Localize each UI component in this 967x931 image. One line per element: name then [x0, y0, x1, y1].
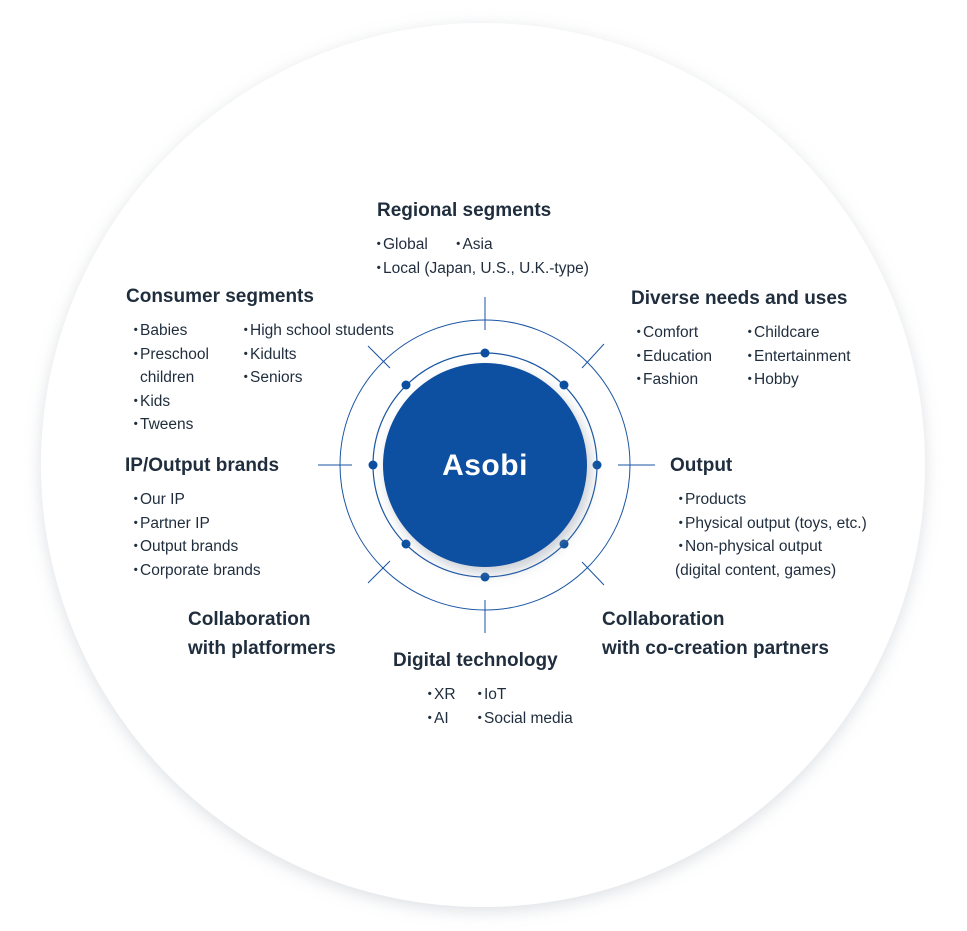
- ring-dot: [401, 380, 411, 390]
- ip-output-brands: IP/Output brands ・Our IP ・Partner IP ・Ou…: [125, 451, 279, 582]
- list-item: ・Non-physical output: [673, 538, 822, 555]
- regional-title: Regional segments: [377, 200, 552, 221]
- list-item: ・Partner IP: [128, 514, 210, 532]
- list-item: (digital content, games): [675, 561, 837, 579]
- ring-dot: [368, 460, 378, 470]
- list-item: ・Our IP: [128, 491, 185, 508]
- core-circle: [383, 363, 587, 567]
- list-item: ・Products: [673, 491, 747, 508]
- consumer-title: Consumer segments: [126, 286, 314, 307]
- output: Output ・Products ・Physical output (toys,…: [670, 451, 867, 582]
- list-item: ・Output brands: [128, 538, 239, 555]
- list-item: ・Fashion: [631, 371, 699, 388]
- center-label: Asobi: [442, 449, 528, 482]
- platformers-title: Collaboration with platformers: [188, 609, 336, 659]
- digital-title: Digital technology: [393, 650, 558, 671]
- list-item: ・XR: [422, 686, 456, 703]
- regional-segments: Regional segments ・Global ・Asia ・Local (…: [371, 196, 589, 280]
- list-item: ・Seniors: [238, 369, 303, 386]
- list-item: ・Childcare: [742, 324, 820, 341]
- cocreation-title: Collaboration with co-creation partners: [602, 609, 829, 659]
- list-item: ・Social media: [472, 709, 573, 727]
- list-item: ・Kids: [128, 392, 171, 410]
- ring-dots: [368, 348, 602, 582]
- ring-dot: [592, 460, 602, 470]
- list-item: ・Tweens: [128, 416, 194, 433]
- collab-cocreation: Collaboration with co-creation partners: [602, 605, 829, 663]
- list-item: ・High school students: [238, 322, 394, 339]
- list-item: ・Comfort: [631, 324, 699, 341]
- ring-dot: [559, 380, 569, 390]
- list-item: ・Hobby: [742, 371, 799, 388]
- list-item: ・AI: [422, 709, 449, 727]
- ring-dot: [559, 539, 569, 549]
- spokes: [318, 297, 655, 633]
- consumer-segments: Consumer segments ・Babies ・Preschool chi…: [126, 282, 394, 437]
- list-item: ・Local (Japan, U.S., U.K.-type): [371, 259, 589, 277]
- spoke-bottom-right: [581, 561, 605, 586]
- spoke-top-left: [367, 345, 391, 369]
- ring-dot: [401, 539, 411, 549]
- spoke-top-right: [581, 343, 605, 369]
- list-item: ・IoT: [472, 686, 507, 703]
- digital-technology: Digital technology ・XR ・AI ・IoT ・Social …: [393, 646, 573, 730]
- collab-platformers: Collaboration with platformers: [188, 605, 336, 663]
- list-item: ・Preschool children: [128, 345, 209, 387]
- list-item: ・Physical output (toys, etc.): [673, 514, 867, 532]
- list-item: ・Education: [631, 347, 712, 365]
- diverse-needs: Diverse needs and uses ・Comfort ・Educati…: [631, 284, 851, 392]
- list-item: ・Kidults: [238, 345, 297, 363]
- output-title: Output: [670, 455, 733, 476]
- ip-title: IP/Output brands: [125, 455, 280, 476]
- ring-dot: [480, 348, 490, 358]
- list-item: ・Entertainment: [742, 347, 851, 365]
- ring-dot: [480, 572, 490, 582]
- spoke-bottom-left: [367, 560, 391, 584]
- list-item: ・Global ・Asia: [371, 236, 493, 253]
- list-item: ・Corporate brands: [128, 561, 261, 579]
- needs-title: Diverse needs and uses: [631, 288, 848, 309]
- list-item: ・Babies: [128, 322, 188, 339]
